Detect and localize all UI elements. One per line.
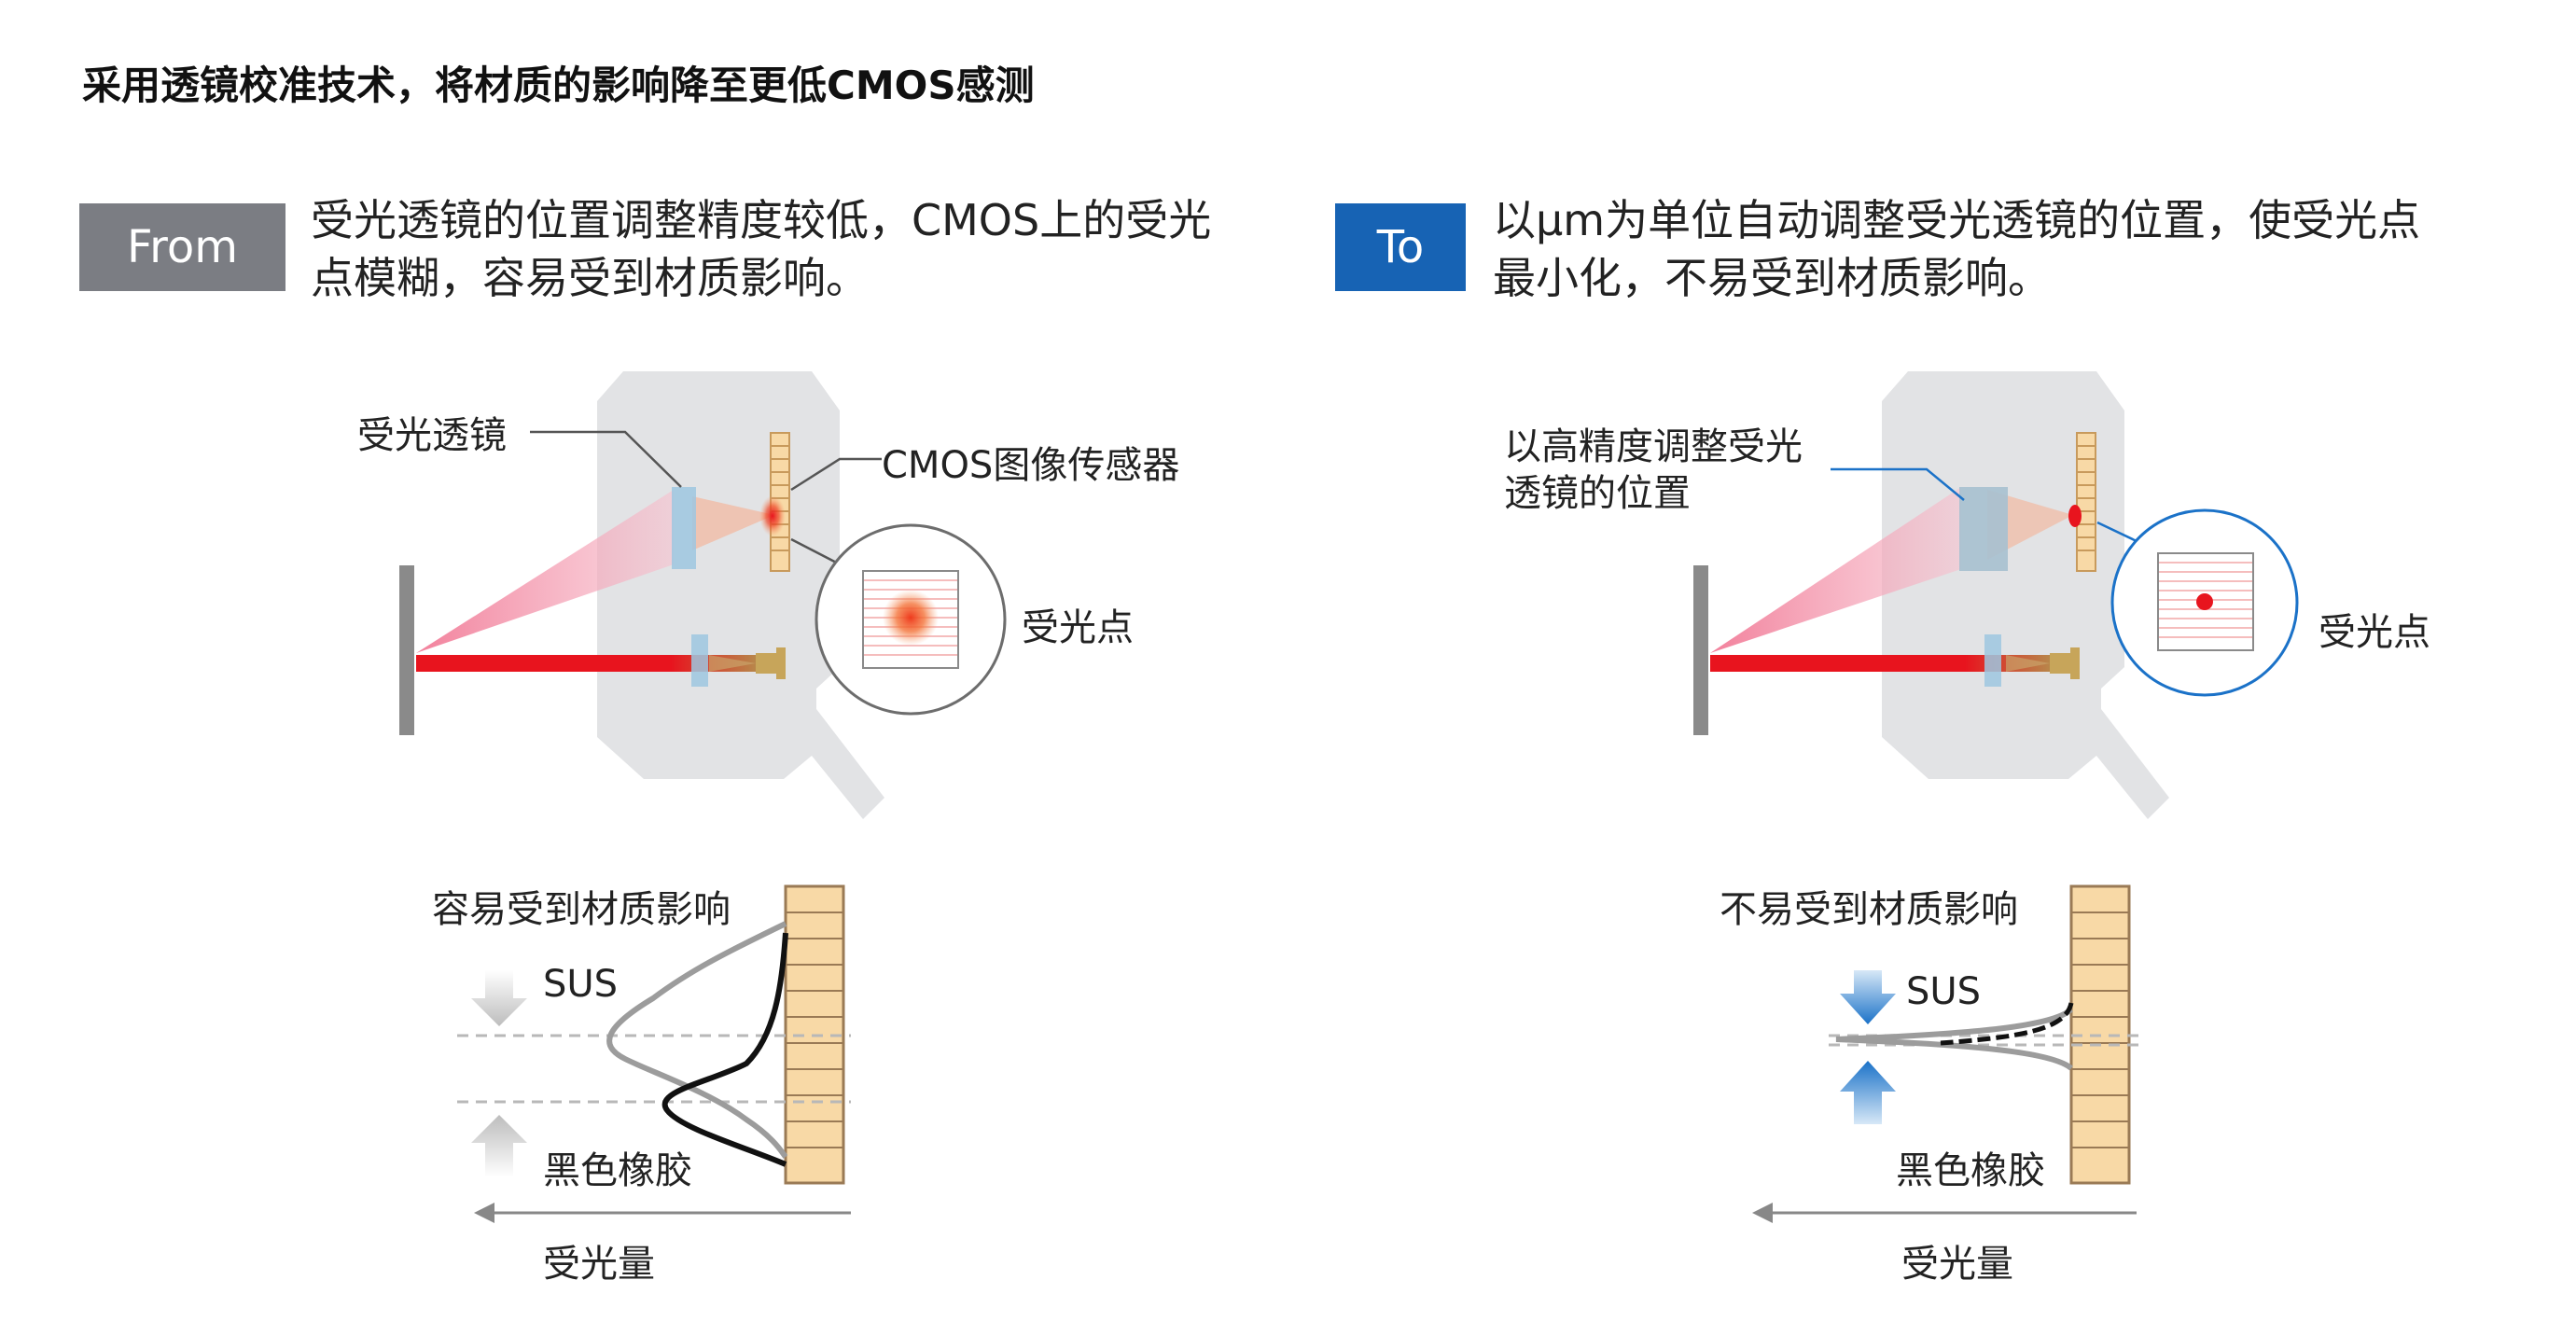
to-rubber-label: 黑色橡胶: [1896, 1149, 2045, 1192]
to-sensitivity-chart: [1752, 884, 2146, 1223]
from-focused-light: [692, 496, 774, 550]
from-axis-arrowhead: [474, 1203, 494, 1223]
to-sharp-spot: [2196, 593, 2213, 610]
to-lens-label-line2: 透镜的位置: [1504, 472, 1691, 515]
from-description-line2: 点模糊，容易受到材质影响。: [311, 253, 869, 303]
to-sus-label: SUS: [1906, 970, 1982, 1013]
to-tag: To: [1335, 203, 1466, 291]
to-lens-leader: [1831, 467, 1965, 501]
from-tag: From: [79, 203, 285, 291]
to-lens-label-line1: 以高精度调整受光: [1504, 425, 1803, 468]
to-rubber-arrow: [1840, 1061, 1896, 1124]
from-rubber-arrow: [471, 1115, 527, 1177]
from-description-line1: 受光透镜的位置调整精度较低，CMOS上的受光: [311, 195, 1212, 245]
from-spot-label: 受光点: [1022, 606, 1134, 649]
from-cmos-label: CMOS图像传感器: [882, 444, 1180, 487]
from-rubber-label: 黑色橡胶: [543, 1149, 692, 1192]
from-sensor-diagram: [399, 371, 1007, 819]
from-reflected-light-cone: [416, 490, 674, 653]
to-emitter: [2050, 647, 2080, 679]
from-sensor-housing: [597, 371, 884, 819]
to-emitter-beam: [1710, 655, 2050, 672]
from-lens-leader: [530, 430, 682, 488]
to-axis-arrowhead: [1752, 1203, 1773, 1223]
from-target-plate: [399, 565, 414, 735]
to-sus-curve: [1835, 1007, 2074, 1071]
from-cmos-spot: [759, 495, 786, 536]
from-rubber-curve: [661, 932, 788, 1167]
from-sus-curve: [606, 921, 788, 1159]
from-sensitivity-chart: [457, 884, 851, 1223]
to-cmos-strip: [2076, 432, 2096, 572]
to-rubber-curve: [1940, 1002, 2074, 1046]
from-sus-arrow: [471, 970, 527, 1026]
to-description-line1: 以μm为单位自动调整受光透镜的位置，使受光点: [1493, 195, 2421, 245]
from-lens-label: 受光透镜: [357, 414, 507, 457]
from-axis-label: 受光量: [543, 1243, 655, 1286]
from-cmos-leader: [790, 457, 882, 492]
to-focused-light: [1987, 490, 2073, 560]
from-receiver-lens: [672, 487, 696, 569]
to-reflected-light-cone: [1710, 487, 1961, 653]
from-chart-title: 容易受到材质影响: [432, 888, 731, 931]
to-chart-title: 不易受到材质影响: [1720, 888, 2018, 931]
from-emitter: [756, 647, 786, 679]
from-blurred-spot: [883, 590, 939, 646]
from-emitter-beam: [416, 655, 756, 672]
to-sensor-housing: [1882, 371, 2169, 819]
from-emitter-lens: [691, 634, 708, 687]
to-sensor-diagram: [1693, 371, 2299, 819]
to-emitter-lens: [1984, 634, 2001, 687]
to-receiver-lens: [1959, 487, 2008, 571]
to-description-line2: 最小化，不易受到材质影响。: [1493, 253, 2051, 303]
to-magnifier-pointer: [2096, 521, 2137, 543]
from-magnified-sensor: [862, 570, 959, 669]
to-cmos-spot: [2068, 505, 2082, 527]
to-magnified-sensor: [2157, 552, 2254, 651]
from-sus-label: SUS: [543, 963, 619, 1006]
to-spot-label: 受光点: [2318, 611, 2430, 654]
to-sus-arrow: [1840, 970, 1896, 1024]
page-title: 采用透镜校准技术，将材质的影响降至更低CMOS感测: [82, 63, 1035, 108]
to-target-plate: [1693, 565, 1708, 735]
to-axis-label: 受光量: [1901, 1243, 2013, 1286]
